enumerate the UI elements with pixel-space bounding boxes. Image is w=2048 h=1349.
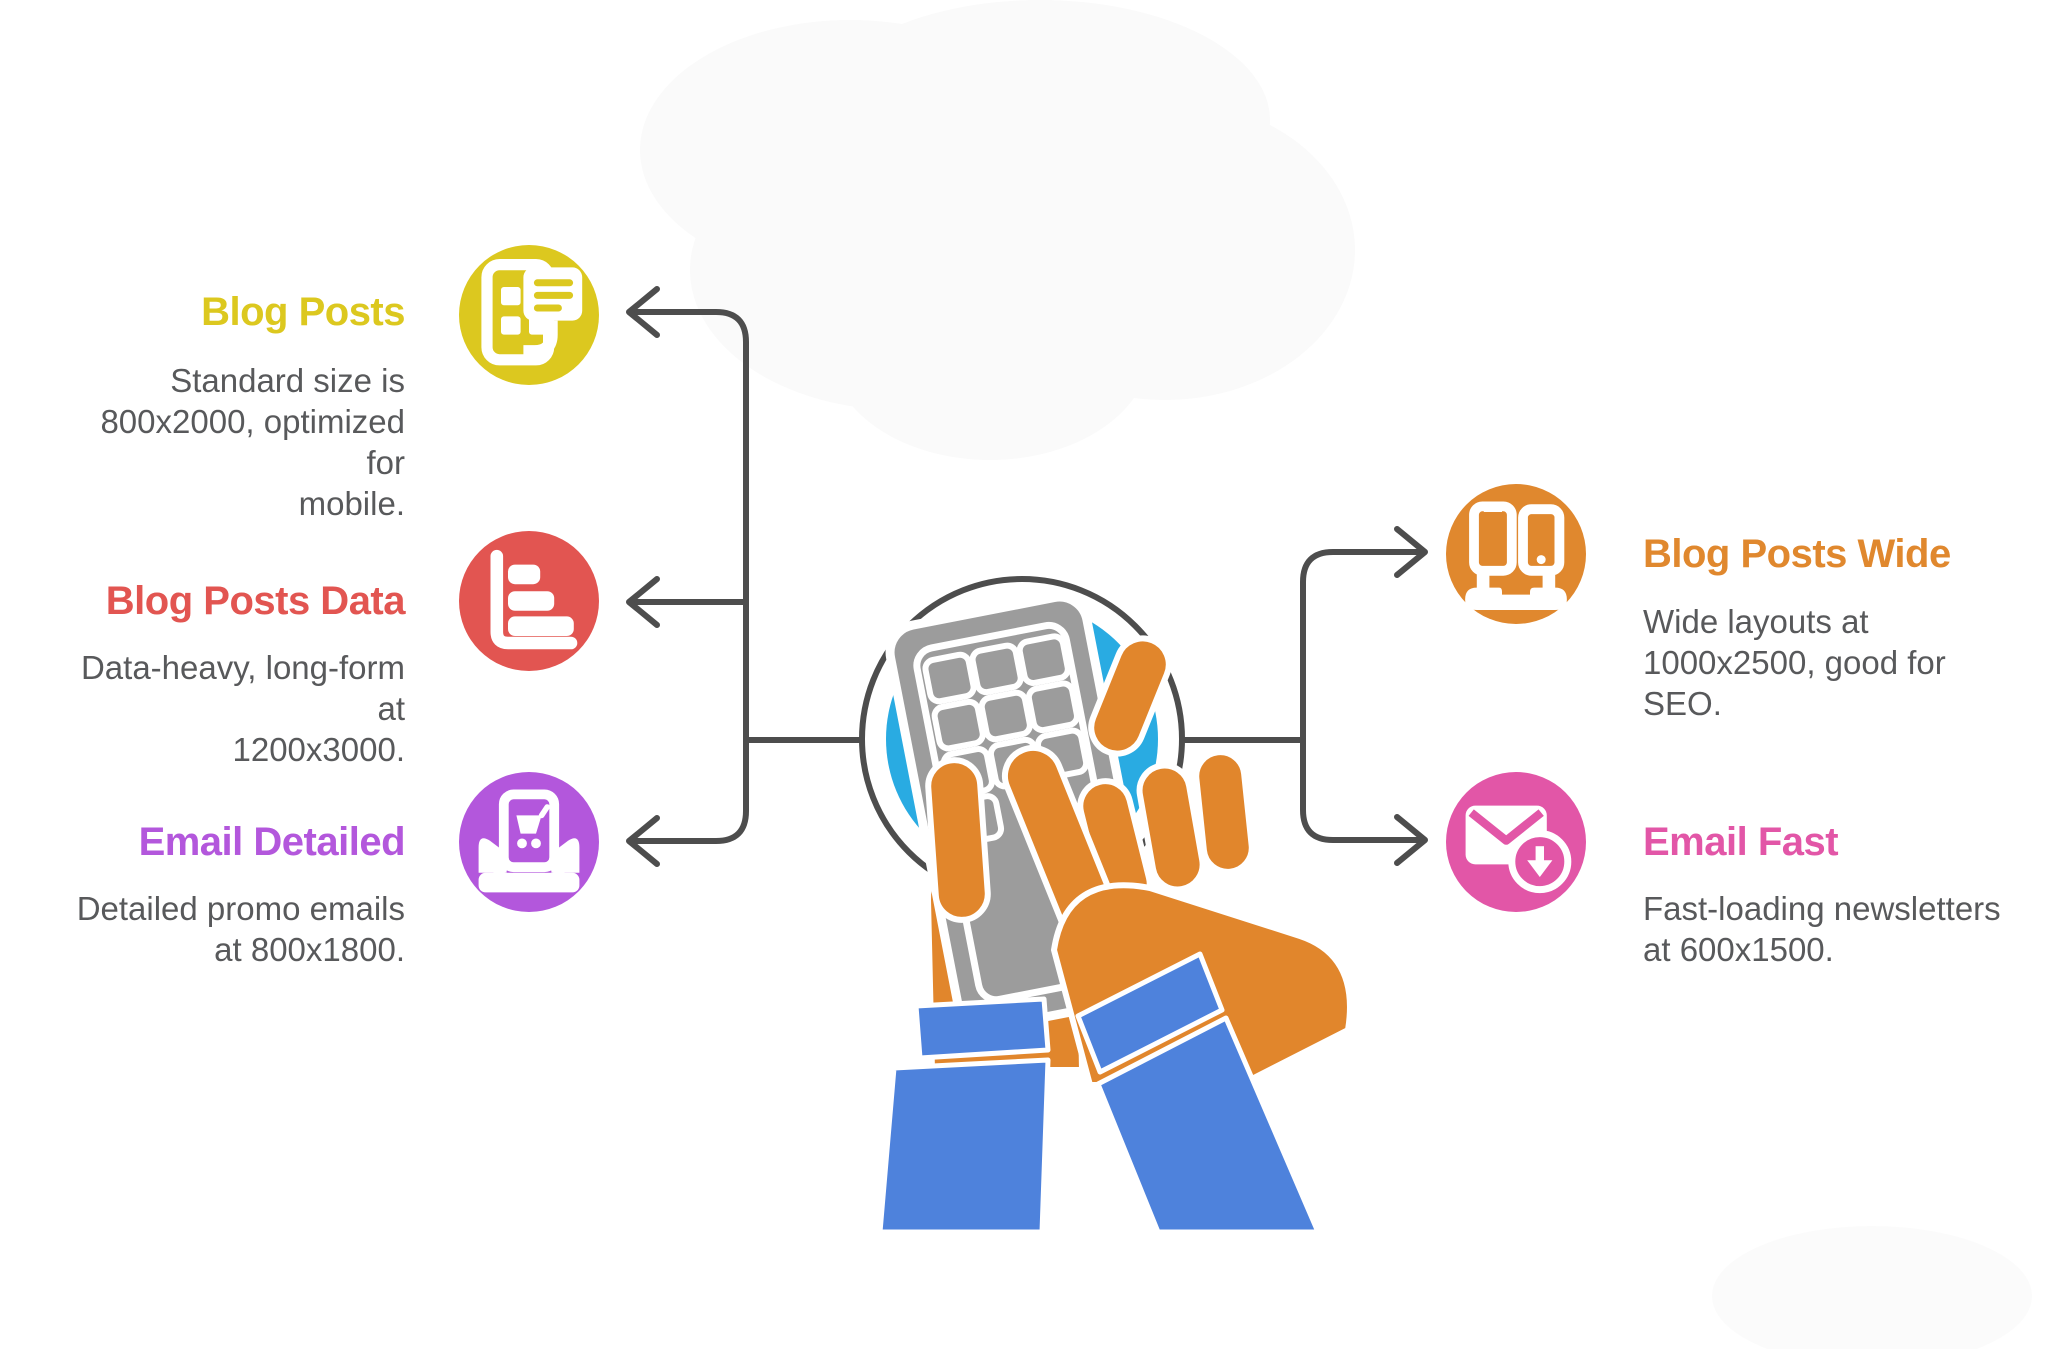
dual-devices-icon <box>1465 501 1567 610</box>
blog-posts-data-description: Data-heavy, long-form at 1200x3000. <box>80 649 405 768</box>
email-fast-title: Email Fast <box>1643 820 1839 864</box>
envelope-cart-icon <box>478 789 580 893</box>
left-cuff <box>913 996 1051 1061</box>
blog-posts-title: Blog Posts <box>201 290 405 334</box>
left-sleeve <box>877 1057 1051 1235</box>
center-illustration <box>859 576 1353 1235</box>
connector-right <box>1182 526 1428 866</box>
blog-posts-description: Standard size is 800x2000, optimized for… <box>100 362 405 522</box>
arrow-left-middle <box>626 576 660 628</box>
background-blob-bottom-right <box>1712 1226 2032 1349</box>
mail-download-icon <box>1465 805 1572 894</box>
blog-posts-data-title: Blog Posts Data <box>105 579 406 623</box>
left-thumb <box>925 757 991 923</box>
mobile-article-icon <box>481 259 583 366</box>
blog-posts-icon-circle <box>459 245 599 385</box>
bar-chart-icon <box>490 549 578 650</box>
right-cuff <box>1075 951 1225 1075</box>
blog-posts-wide-title: Blog Posts Wide <box>1643 532 1951 576</box>
email-detailed-icon-circle <box>459 772 599 912</box>
right-sleeve <box>1095 1015 1321 1235</box>
arrow-right-top <box>1394 526 1428 578</box>
phone-keypad <box>922 633 1090 846</box>
arrow-left-top <box>626 286 660 338</box>
connector-left <box>626 286 864 867</box>
background-cloud <box>640 0 1355 460</box>
arrow-left-bottom <box>626 815 660 867</box>
arrow-right-bottom <box>1394 814 1428 866</box>
blog-posts-wide-description: Wide layouts at 1000x2500, good for SEO. <box>1643 603 1946 722</box>
right-thumb <box>1088 635 1172 757</box>
blog-posts-wide-icon-circle <box>1446 484 1586 624</box>
blog-posts-data-icon-circle <box>459 531 599 671</box>
email-detailed-description: Detailed promo emails at 800x1800. <box>76 890 405 968</box>
email-fast-description: Fast-loading newsletters at 600x1500. <box>1643 890 2001 968</box>
sleeves <box>877 951 1321 1235</box>
email-detailed-title: Email Detailed <box>138 820 406 864</box>
email-fast-icon-circle <box>1446 772 1586 912</box>
